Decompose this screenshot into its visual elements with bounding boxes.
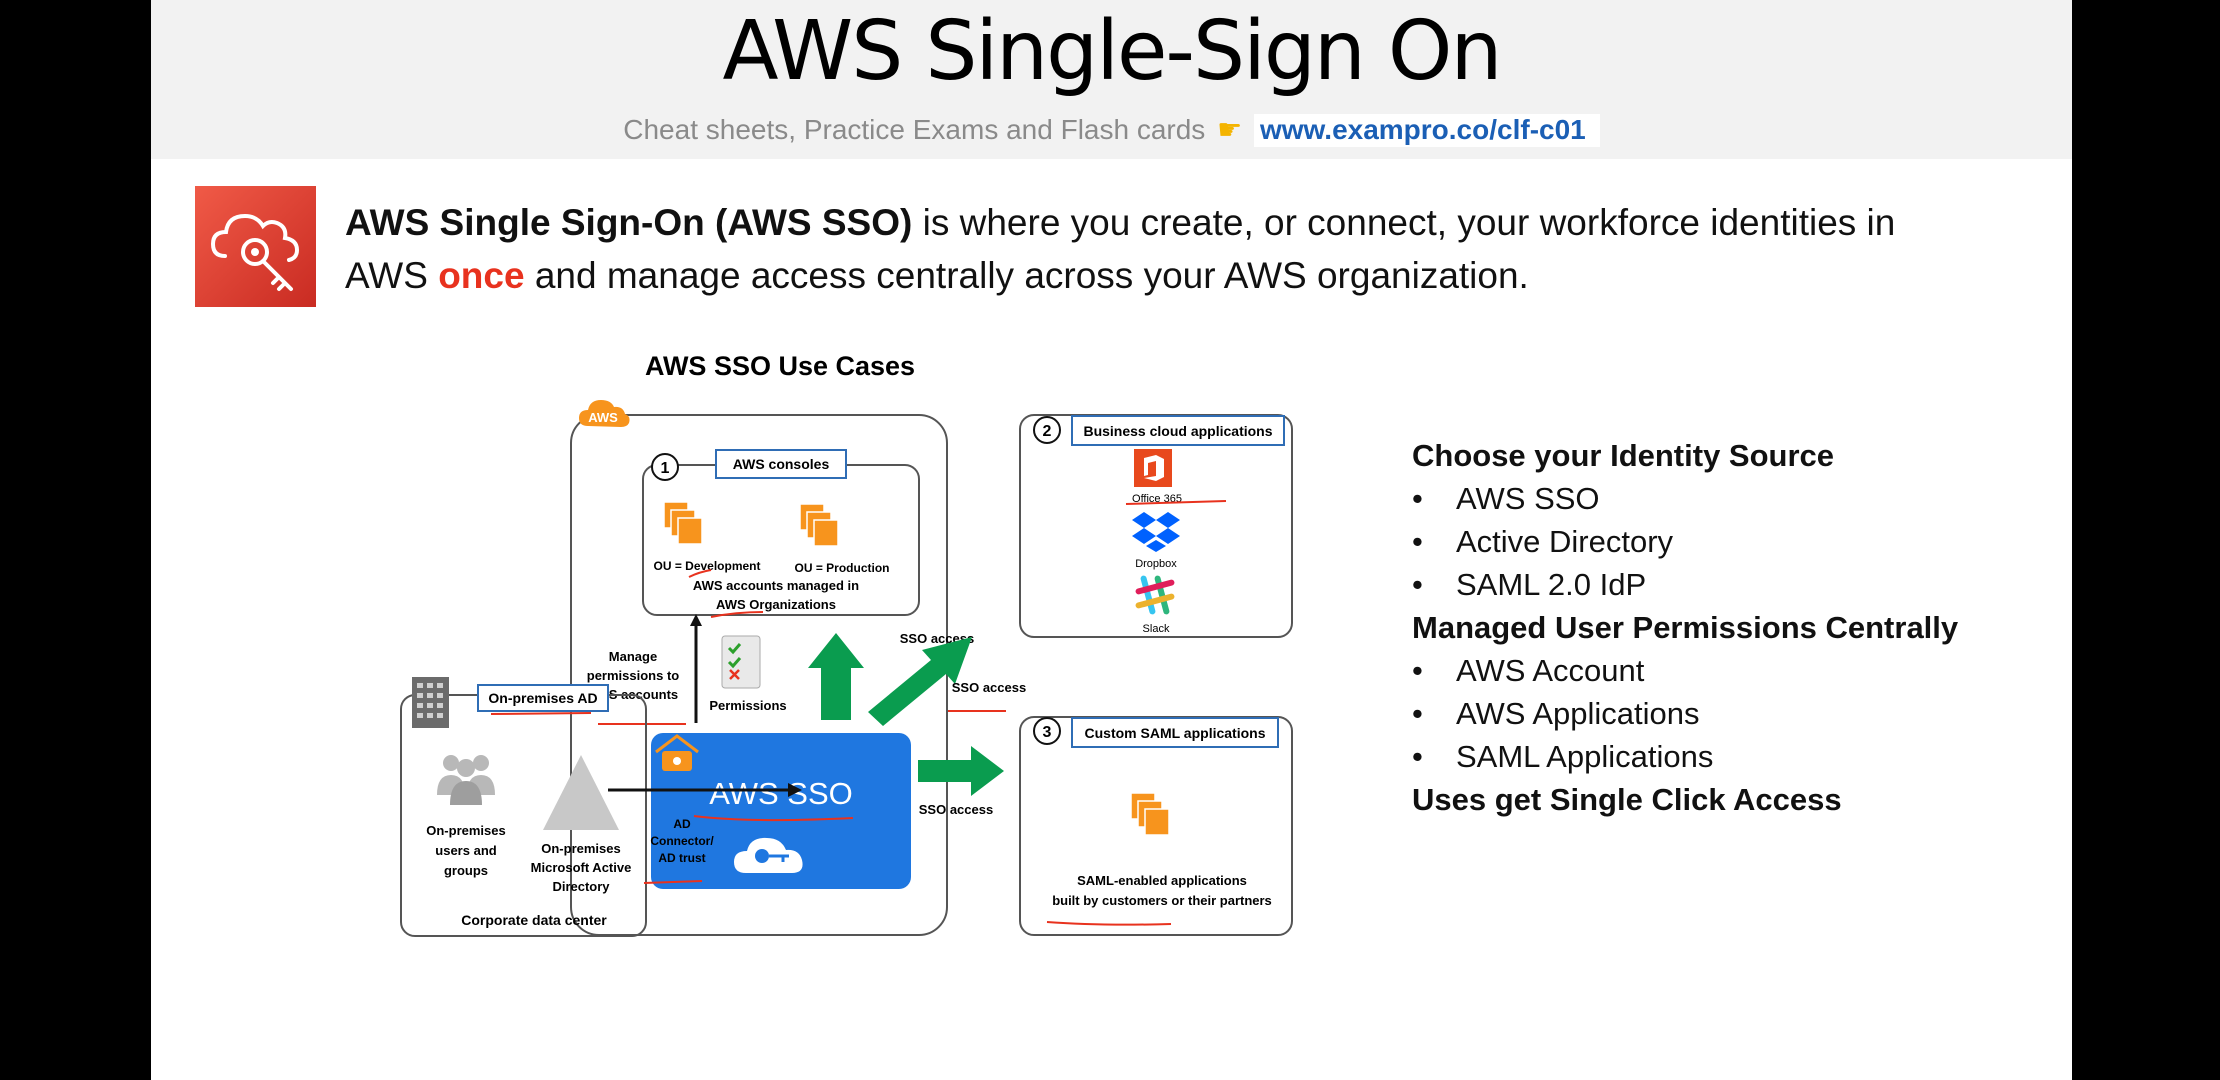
permissions-heading: Managed User Permissions Centrally [1412, 610, 1959, 645]
sso-arrow-diagonal [868, 637, 972, 726]
sso-access-label-2: SSO access [952, 680, 1026, 695]
sso-cloud-key-icon [734, 837, 803, 873]
custom-label: Custom SAML applications [1085, 725, 1266, 741]
business-label-box [1071, 415, 1285, 446]
users-group-icon [437, 755, 495, 805]
slack-label: Slack [1143, 623, 1170, 635]
diagram-title: AWS SSO Use Cases [645, 351, 915, 381]
ad-label-2: Microsoft Active [531, 860, 632, 875]
business-number: 2 [1043, 423, 1052, 440]
users-label-3: groups [444, 863, 488, 878]
slide-header: AWS Single-Sign On Cheat sheets, Practic… [151, 0, 2072, 159]
manage-label-1: Manage [609, 649, 657, 664]
custom-desc-1: SAML-enabled applications [1077, 873, 1247, 888]
sso-arrow-up [808, 633, 864, 720]
subtitle: Cheat sheets, Practice Exams and Flash c… [151, 113, 2072, 147]
slide: AWS Single-Sign On Cheat sheets, Practic… [151, 0, 2072, 1080]
ou-production-icon [799, 503, 839, 547]
building-icon [412, 677, 449, 728]
onprem-label: On-premises AD [488, 690, 597, 706]
consoles-number-badge [651, 453, 679, 481]
corporate-data-center-label: Corporate data center [461, 912, 607, 928]
exampro-link[interactable]: www.exampro.co/clf-c01 [1253, 114, 1600, 147]
permissions-icon [721, 635, 761, 689]
manage-label-2: permissions to [587, 668, 680, 683]
connector-label-2: Connector/ [650, 834, 714, 848]
permissions-label: Permissions [709, 698, 786, 713]
ad-connector-icon [655, 734, 699, 771]
list-item: •SAML Applications [1412, 739, 1714, 774]
aws-sso-label: AWS SSO [709, 776, 853, 811]
custom-desc-2: built by customers or their partners [1052, 893, 1272, 908]
dropbox-icon [1132, 512, 1180, 552]
list-item: •SAML 2.0 IdP [1412, 567, 1647, 602]
list-item: •AWS SSO [1412, 481, 1600, 516]
managed-label-1: AWS accounts managed in [693, 578, 859, 593]
ad-label-1: On-premises [541, 841, 620, 856]
ou-production-label: OU = Production [794, 561, 889, 575]
consoles-label: AWS consoles [733, 456, 830, 472]
cloud-key-icon [195, 186, 316, 307]
single-click-heading: Uses get Single Click Access [1412, 782, 1842, 817]
ou-development-icon [663, 501, 703, 545]
onprem-label-box [477, 684, 609, 712]
aws-sso-box [651, 733, 911, 889]
intro-text-1: is where you create, or connect, your wo… [345, 202, 1896, 296]
dropbox-label: Dropbox [1135, 558, 1177, 570]
sso-use-cases-diagram: AWS SSO Use Cases AWS 1 AWS consoles OU … [400, 351, 1293, 937]
list-item: •AWS Account [1412, 653, 1645, 688]
custom-label-box [1071, 717, 1279, 748]
aws-cloud-badge: AWS [579, 400, 630, 427]
ad-label-3: Directory [552, 879, 610, 894]
pointing-hand-icon: ☛ [1217, 114, 1243, 145]
page-title: AWS Single-Sign On [722, 4, 1503, 99]
managed-label-2: AWS Organizations [716, 597, 836, 612]
consoles-label-box [715, 449, 847, 479]
sso-arrow-right [918, 746, 1004, 796]
subtitle-text: Cheat sheets, Practice Exams and Flash c… [623, 114, 1206, 145]
ou-development-label: OU = Development [653, 559, 760, 573]
intro-text-2: and manage access centrally across your … [524, 255, 1529, 296]
business-number-badge [1033, 416, 1061, 444]
consoles-number: 1 [661, 460, 670, 477]
connector-label-1: AD [673, 817, 691, 831]
office-365-icon [1134, 449, 1172, 487]
business-label: Business cloud applications [1083, 423, 1272, 439]
intro-highlight: once [438, 255, 525, 296]
sso-access-label-3: SSO access [919, 802, 993, 817]
connector-label-3: AD trust [658, 851, 705, 865]
intro-paragraph: AWS Single Sign-On (AWS SSO) is where yo… [345, 196, 1945, 302]
saml-app-icon [1130, 792, 1170, 836]
users-label-2: users and [435, 843, 496, 858]
slack-icon [1135, 575, 1175, 615]
list-item: •Active Directory [1412, 524, 1674, 559]
aws-badge-label: AWS [588, 410, 618, 425]
custom-number: 3 [1043, 724, 1052, 741]
list-item: •AWS Applications [1412, 696, 1700, 731]
identity-list: Choose your Identity Source •AWS SSO •Ac… [1412, 434, 1958, 821]
active-directory-icon [543, 755, 619, 830]
users-label-1: On-premises [426, 823, 505, 838]
identity-source-heading: Choose your Identity Source [1412, 438, 1835, 473]
intro-bold: AWS Single Sign-On (AWS SSO) [345, 202, 913, 243]
custom-number-badge [1033, 717, 1061, 745]
